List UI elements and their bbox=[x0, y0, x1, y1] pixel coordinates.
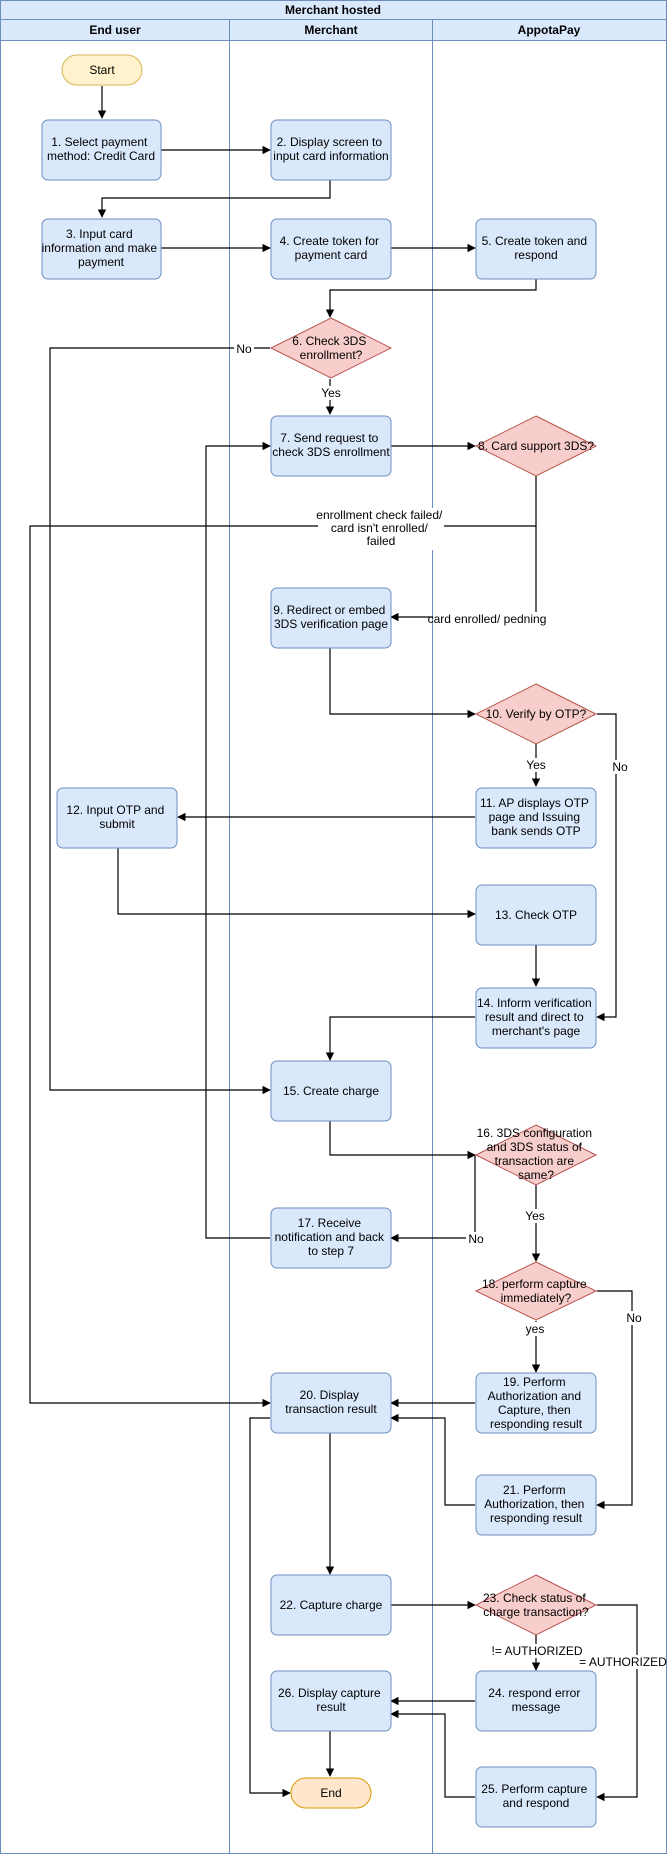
edge-n17-n7 bbox=[205, 441, 271, 1239]
edge-n23-n25 bbox=[596, 1604, 638, 1802]
step-26-label: 26. Display capture result bbox=[278, 1686, 384, 1714]
step-19-box bbox=[475, 1372, 597, 1434]
edge-label-not-authorized: != AUTHORIZED bbox=[491, 1644, 582, 1658]
step-1-label: 1. Select payment method: Credit Card bbox=[47, 135, 155, 163]
step-5-box bbox=[475, 218, 597, 280]
step-26-box bbox=[270, 1670, 392, 1732]
step-2-box bbox=[270, 119, 392, 181]
step-8-decision bbox=[474, 415, 598, 477]
edge-label-yes-otp: Yes bbox=[526, 758, 546, 772]
step-24-box bbox=[475, 1670, 597, 1732]
step-22-box bbox=[270, 1574, 392, 1636]
step-23-label: 23. Check status of charge transaction? bbox=[483, 1591, 589, 1619]
edge-n8-n20 bbox=[29, 476, 537, 1408]
edge-label-no-same: No bbox=[468, 1232, 484, 1246]
edge-label-enroll-failed: enrollment check failed/ card isn't enro… bbox=[316, 508, 445, 548]
step-14-label: 14. Inform verification result and direc… bbox=[477, 996, 595, 1038]
step-4-label: 4. Create token for payment card bbox=[280, 234, 383, 262]
step-13-box bbox=[475, 884, 597, 946]
step-25-label: 25. Perform capture and respond bbox=[481, 1782, 590, 1810]
edge-n2-n3 bbox=[97, 180, 331, 218]
start-terminal bbox=[61, 54, 143, 86]
step-12-box bbox=[56, 787, 178, 849]
step-7-box bbox=[270, 415, 392, 477]
step-23-decision bbox=[474, 1574, 598, 1636]
step-24-label: 24. respond error message bbox=[488, 1686, 583, 1714]
edge-label-no-3ds-enroll: No bbox=[236, 342, 252, 356]
step-25-box bbox=[475, 1766, 597, 1828]
edge-n15-n16 bbox=[329, 1120, 476, 1160]
edge-n25-n26 bbox=[390, 1709, 475, 1798]
step-11-label: 11. AP displays OTP page and Issuing ban… bbox=[480, 796, 592, 838]
nodes: Start 1. Select payment method: Credit C… bbox=[41, 54, 598, 1828]
step-9-box bbox=[270, 587, 392, 649]
edge-n6-n15 bbox=[49, 347, 271, 1095]
step-22-label: 22. Capture charge bbox=[280, 1598, 383, 1612]
edge-n21-n20 bbox=[390, 1413, 475, 1506]
step-10-decision bbox=[474, 683, 598, 745]
step-3-box bbox=[41, 218, 162, 280]
step-18-decision bbox=[474, 1261, 598, 1321]
pool-title: Merchant hosted bbox=[285, 3, 381, 17]
edge-label-yes-3ds-enroll: Yes bbox=[321, 386, 341, 400]
step-16-decision bbox=[474, 1124, 598, 1186]
lane-title-end-user: End user bbox=[89, 23, 141, 37]
step-18-label: 18. perform capture immediately? bbox=[482, 1277, 590, 1305]
step-3-label: 3. Input card information and make payme… bbox=[42, 227, 161, 269]
edge-label-no-otp: No bbox=[612, 760, 628, 774]
step-20-box bbox=[270, 1372, 392, 1434]
step-11-box bbox=[475, 787, 597, 849]
step-21-box bbox=[475, 1474, 597, 1536]
edge-label-yes-same: Yes bbox=[525, 1209, 545, 1223]
start-label: Start bbox=[89, 63, 115, 77]
end-terminal bbox=[290, 1777, 372, 1809]
step-6-decision bbox=[269, 317, 393, 379]
step-6-label: 6. Check 3DS enrollment? bbox=[292, 334, 369, 362]
step-13-label: 13. Check OTP bbox=[495, 908, 577, 922]
edge-labels: No Yes enrollment check failed/ card isn… bbox=[234, 342, 667, 1669]
step-15-label: 15. Create charge bbox=[283, 1084, 379, 1098]
lane-title-merchant: Merchant bbox=[304, 23, 357, 37]
step-15-box bbox=[270, 1060, 392, 1122]
edge-n14-n15 bbox=[325, 1016, 475, 1061]
step-2-label: 2. Display screen to input card informat… bbox=[273, 135, 388, 163]
step-19-label: 19. Perform Authorization and Capture, t… bbox=[488, 1375, 585, 1431]
end-label: End bbox=[320, 1786, 341, 1800]
step-9-label: 9. Redirect or embed 3DS verification pa… bbox=[273, 603, 388, 631]
step-12-label: 12. Input OTP and submit bbox=[66, 803, 167, 831]
lane-end-user bbox=[0, 19, 230, 1854]
edge-n12-n13 bbox=[117, 847, 476, 919]
step-10-label: 10. Verify by OTP? bbox=[486, 707, 587, 721]
step-20-label: 20. Display transaction result bbox=[285, 1388, 377, 1416]
edge-label-card-enrolled: card enrolled/ pedning bbox=[428, 612, 547, 626]
edge-label-authorized: = AUTHORIZED bbox=[579, 1655, 667, 1669]
step-7-label: 7. Send request to check 3DS enrollment bbox=[272, 431, 390, 459]
edge-n5-n6 bbox=[325, 278, 537, 318]
edge-n10-n14 bbox=[596, 713, 617, 1022]
lane-title-appotapay: AppotaPay bbox=[518, 23, 581, 37]
step-5-label: 5. Create token and respond bbox=[482, 234, 591, 262]
step-17-label: 17. Receive notification and back to ste… bbox=[275, 1216, 388, 1258]
step-14-box bbox=[475, 987, 597, 1049]
edge-n20-end bbox=[249, 1417, 291, 1798]
edge-n9-n10 bbox=[329, 648, 476, 719]
edge-n18-n21 bbox=[596, 1290, 633, 1510]
edge-label-no-capture: No bbox=[626, 1311, 642, 1325]
step-16-label: 16. 3DS configuration and 3DS status of … bbox=[477, 1126, 596, 1182]
step-17-box bbox=[270, 1207, 392, 1269]
step-1-box bbox=[41, 119, 162, 181]
step-4-box bbox=[270, 218, 392, 280]
step-21-label: 21. Perform Authorization, then respondi… bbox=[484, 1483, 587, 1525]
edge-label-yes-capture: yes bbox=[526, 1322, 545, 1336]
step-8-label: 8. Card support 3DS? bbox=[478, 439, 594, 453]
